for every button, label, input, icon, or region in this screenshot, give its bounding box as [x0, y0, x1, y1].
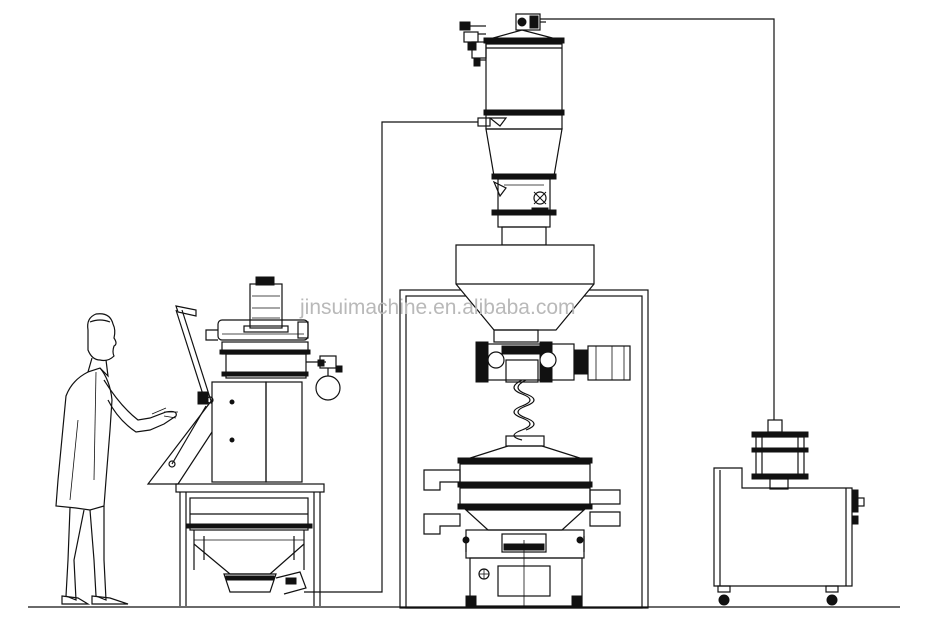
sieve-frame — [399, 244, 649, 609]
vacuum-loader — [459, 13, 775, 420]
bag-dump-station — [146, 121, 478, 606]
dust-collector — [713, 419, 865, 606]
operator-figure — [55, 313, 178, 605]
